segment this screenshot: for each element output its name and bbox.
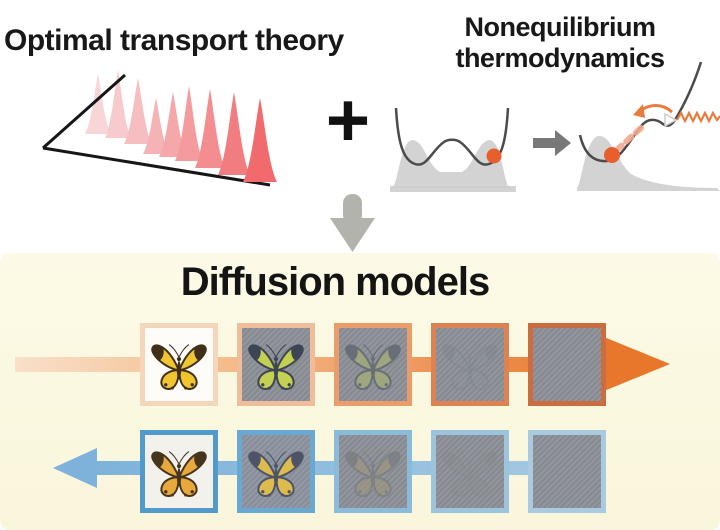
forward-frame-3-medium-noise xyxy=(334,323,412,406)
forward-frame-5-pure-noise xyxy=(528,323,606,406)
particle-ball-icon xyxy=(486,148,502,164)
butterfly-icon xyxy=(437,332,503,398)
butterfly-icon xyxy=(146,332,212,398)
particle-ball-icon xyxy=(604,147,620,163)
forward-diffusion-arrowhead-icon xyxy=(604,337,670,391)
unimodal-distribution xyxy=(577,135,720,191)
transition-arrow-icon xyxy=(533,130,571,156)
forward-frame-4-heavy-noise xyxy=(431,323,509,406)
optimal-transport-title: Optimal transport theory xyxy=(4,24,344,57)
nonequilibrium-title-line2: thermodynamics xyxy=(455,43,665,73)
reverse-frame-4-heavy-noise xyxy=(431,430,509,513)
butterfly-icon xyxy=(146,439,212,505)
forward-frame-1-clean-butterfly xyxy=(140,323,218,406)
tilted-potential-icon xyxy=(577,61,720,191)
merge-down-arrow-icon xyxy=(330,194,375,252)
nonequilibrium-title: Nonequilibrium thermodynamics xyxy=(420,12,700,74)
plus-icon: + xyxy=(325,78,371,163)
butterfly-icon xyxy=(340,439,406,505)
butterfly-icon xyxy=(243,332,309,398)
distribution-base xyxy=(390,186,516,192)
diffusion-panel-title: Diffusion models xyxy=(180,260,490,304)
reverse-diffusion-arrowhead-icon xyxy=(53,448,97,488)
reverse-frame-5-pure-noise xyxy=(528,430,606,513)
butterfly-icon xyxy=(243,439,309,505)
butterfly-icon xyxy=(340,332,406,398)
play-triangle-icon xyxy=(664,112,678,128)
force-arrow-curve xyxy=(639,104,673,114)
forward-frame-2-light-noise xyxy=(237,323,315,406)
optimal-transport-illustration xyxy=(42,70,277,187)
nonequilibrium-title-line1: Nonequilibrium xyxy=(464,12,657,42)
potential-curve-tilted xyxy=(578,61,703,163)
axis-line-diagonal xyxy=(42,73,126,150)
reverse-frame-1-clean-butterfly xyxy=(140,430,218,513)
bimodal-distribution xyxy=(392,140,510,188)
spring-icon xyxy=(676,110,720,124)
axis-line-base xyxy=(42,146,271,187)
particle-trail-dashed xyxy=(616,125,644,151)
reverse-frame-3-medium-noise xyxy=(334,430,412,513)
probability-peaks-icon xyxy=(85,70,277,182)
reverse-frame-2-light-noise xyxy=(237,430,315,513)
force-arrowhead-icon xyxy=(633,104,645,118)
double-well-potential-icon xyxy=(390,107,516,192)
butterfly-icon xyxy=(437,439,503,505)
